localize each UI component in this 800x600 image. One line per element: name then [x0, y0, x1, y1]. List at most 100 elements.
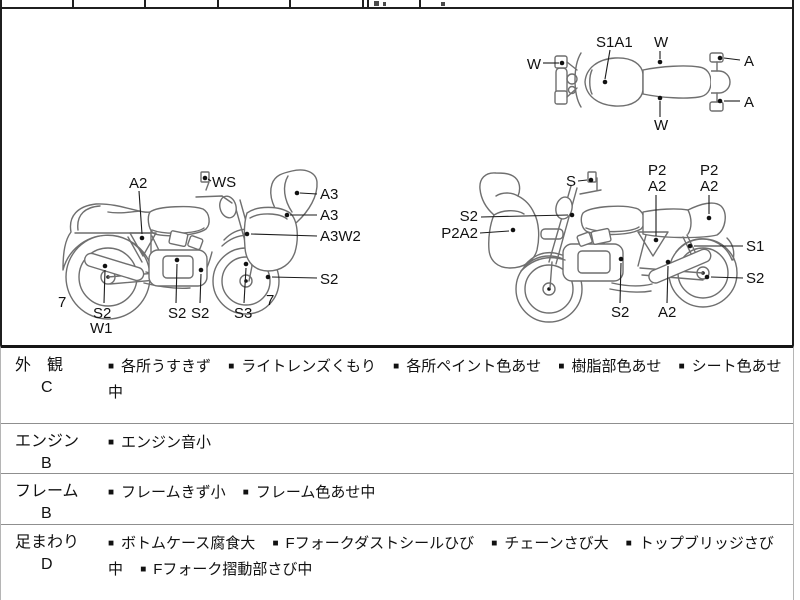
cell-divider: [367, 0, 369, 7]
damage-code-label: WS: [212, 174, 236, 191]
damage-code-label: A3: [320, 186, 338, 203]
front-fender: [520, 251, 566, 272]
cell-divider: [362, 0, 364, 7]
damage-code-label: S2: [460, 208, 478, 225]
carburetor: [168, 230, 189, 248]
comment-item: ■エンジン音小: [108, 434, 211, 451]
comment-item: ■シート色あせ中: [108, 358, 782, 401]
comment-item: ■ フレームきず小: [108, 484, 226, 501]
comment-text: フレームきず小: [121, 484, 226, 501]
damage-callout: A3W2: [244, 228, 361, 245]
comment-text: フレーム色あせ中: [255, 484, 376, 501]
front-wheel: [515, 255, 583, 323]
damage-callout: A3: [294, 186, 338, 203]
cell-divider: [144, 0, 146, 7]
comment-text: 各所ペイント色あせ: [406, 358, 542, 375]
damage-code-label: S1: [746, 238, 764, 255]
damage-code-label: W: [527, 56, 542, 73]
damage-callout: S2: [191, 267, 209, 322]
damage-code-label: W1: [90, 320, 113, 337]
comments-cell: ■ボトムケース腐食大 ■Fフォークダストシールひび ■チェーンさび大 ■トップブ…: [101, 525, 793, 600]
bullet-icon: ■: [558, 361, 565, 372]
damage-code-label: A2: [129, 175, 147, 192]
comment-text: チェーンさび大: [504, 535, 609, 552]
damage-code-label: A: [744, 94, 754, 111]
bullet-icon: ■: [108, 487, 115, 498]
damage-callout: WS: [202, 174, 236, 191]
damage-callout: P2 A2: [648, 162, 666, 243]
carburetor: [590, 227, 612, 246]
engine-case: [162, 255, 194, 279]
damage-callout: A: [717, 94, 754, 111]
comment-item: ■Fフォーク摺動部さび中: [140, 561, 312, 578]
damage-code-label: 7: [58, 294, 66, 311]
comment-text: 樹脂部色あせ: [571, 358, 662, 375]
damage-callout: S2: [704, 270, 764, 287]
comment-text: トップブリッジさび中: [108, 535, 774, 578]
damage-callout: W: [527, 56, 565, 73]
damage-code-label: S2: [191, 305, 209, 322]
tail-section: [711, 70, 731, 94]
damage-code-label: W: [654, 34, 669, 51]
rear-fender: [675, 237, 735, 261]
category-label: フレーム: [15, 483, 79, 500]
damage-callout: S3: [234, 261, 252, 322]
damage-code-label: P2A2: [441, 225, 478, 242]
comment-text: 各所うすきず: [121, 358, 212, 375]
cell-divider: [419, 0, 421, 7]
detached-fairing: [479, 172, 540, 269]
cut-text-remnant: [383, 2, 386, 6]
category-label: 足まわり: [15, 534, 80, 551]
comments-cell: ■エンジン音小: [101, 424, 793, 473]
carburetor: [187, 235, 204, 251]
damage-code-label: A2: [648, 178, 666, 195]
damage-callout: A2: [129, 175, 147, 241]
damage-callout: P2A2: [441, 225, 516, 242]
comment-item: ■Fフォークダストシールひび: [272, 535, 474, 552]
category-label: エンジン: [15, 433, 80, 450]
bullet-icon: ■: [228, 361, 235, 372]
grade-value: C: [41, 379, 53, 396]
cell-divider: [72, 0, 74, 7]
category-cell: 足まわり D: [1, 525, 101, 600]
seat: [107, 210, 141, 214]
comment-item: ■ライトレンズくもり: [228, 358, 376, 375]
comment-item: ■ 樹脂部色あせ: [558, 358, 661, 375]
damage-callout: P2 A2: [700, 162, 718, 221]
damage-code-label: A: [744, 53, 754, 70]
muffler: [84, 252, 145, 282]
engine-block: [562, 243, 624, 282]
damage-code-label: S: [566, 173, 576, 190]
seat-top: [642, 65, 712, 99]
damage-callout: A3: [284, 207, 338, 224]
damage-callout: S2: [265, 271, 338, 288]
cell-divider: [0, 0, 2, 7]
condition-table: 外 観 C ■各所うすきず ■ライトレンズくもり ■各所ペイント色あせ ■樹脂部…: [0, 345, 794, 600]
cut-text-remnant: [441, 2, 445, 6]
bullet-icon: ■: [242, 487, 249, 498]
damage-callout: S2 W1: [90, 263, 113, 337]
cell-divider: [217, 0, 219, 7]
bracket: [540, 228, 564, 240]
headlight: [219, 195, 237, 219]
bullet-icon: ■: [491, 538, 498, 549]
comment-item: ■各所うすきず: [108, 358, 211, 375]
headlight: [555, 196, 573, 220]
handlebar: [574, 52, 582, 108]
cut-off-header-row: [0, 0, 794, 9]
comment-text: Fフォーク摺動部さび中: [153, 561, 313, 578]
condition-diagram-area: W S1A1 W A W: [0, 9, 794, 345]
table-row: エンジン B ■エンジン音小: [1, 423, 793, 473]
comment-item: ■各所ペイント色あせ: [393, 358, 541, 375]
detached-panel-lower: [243, 206, 298, 272]
handlebar: [579, 177, 602, 195]
damage-code-label: W: [654, 117, 669, 134]
comment-item: ■ チェーンさび大: [491, 535, 608, 552]
comments-cell: ■ フレームきず小 ■ フレーム色あせ中: [101, 474, 793, 524]
damage-code-label: S2: [746, 270, 764, 287]
fairing-seams: [493, 192, 525, 216]
comments-cell: ■各所うすきず ■ライトレンズくもり ■各所ペイント色あせ ■樹脂部色あせ ■シ…: [101, 348, 793, 423]
comment-text: シート色あせ中: [108, 358, 782, 401]
bullet-icon: ■: [272, 538, 279, 549]
